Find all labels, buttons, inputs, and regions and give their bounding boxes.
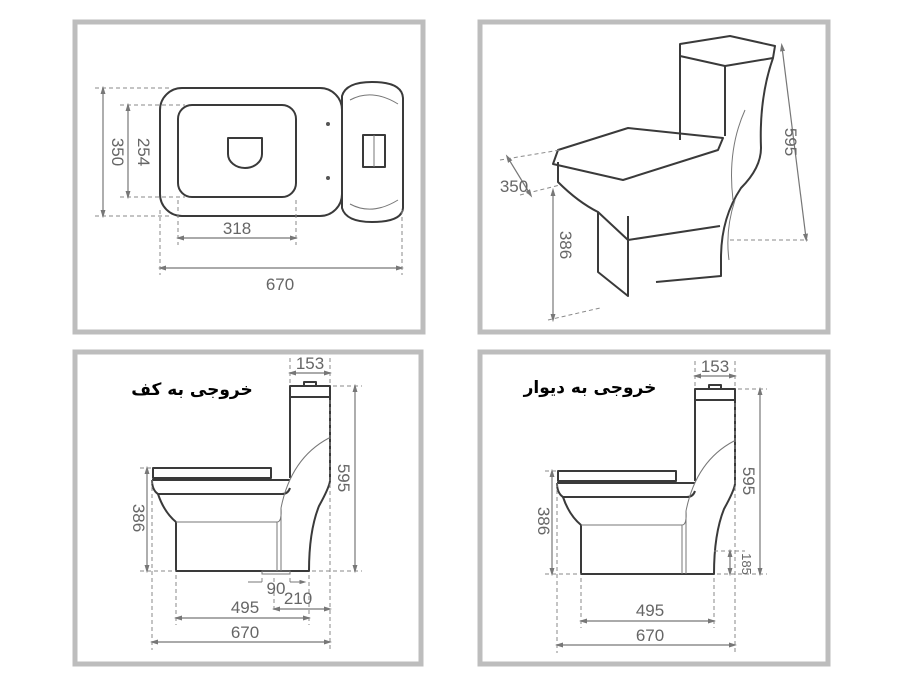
panel-frame (72, 19, 426, 335)
dim-total-height-label: 595 (739, 467, 758, 495)
dim-base-length-label: 495 (636, 601, 664, 620)
panel-frame (477, 349, 831, 667)
dim-outlet-height-label: 185 (739, 553, 754, 575)
top-view-panel: 350 254 318 670 (72, 19, 426, 335)
dim-length-label: 670 (266, 275, 294, 294)
dim-total-height-label: 595 (334, 464, 353, 492)
dim-seat-height-label: 386 (556, 231, 575, 259)
dim-base-length-label: 495 (231, 598, 259, 617)
dim-tank-label: 153 (296, 354, 324, 373)
floor-outlet-panel: خروجی به کف 153 595 386 90 210 495 670 (72, 349, 424, 667)
dim-outlet-offset-label: 210 (284, 589, 312, 608)
dim-length-label: 670 (636, 626, 664, 645)
dim-tank-label: 153 (701, 357, 729, 376)
wall-outlet-panel: خروجی به دیوار 153 595 386 185 495 670 (477, 349, 831, 667)
dim-total-height-label: 595 (781, 128, 800, 156)
dim-depth-label: 350 (108, 138, 127, 166)
perspective-view-panel: 350 386 595 (477, 19, 831, 335)
dim-inner-depth-label: 254 (134, 138, 153, 166)
panel-frame (477, 19, 831, 335)
toilet-top-view (159, 81, 404, 223)
panel-frame (72, 349, 424, 667)
wall-outlet-title: خروجی به دیوار (523, 378, 657, 398)
dim-depth-label: 350 (500, 177, 528, 196)
dim-seat-height-label: 386 (129, 504, 148, 532)
floor-outlet-title: خروجی به کف (131, 380, 253, 400)
toilet-perspective (552, 35, 776, 297)
dim-seat-height-label: 386 (534, 507, 553, 535)
dim-outlet-width-label: 90 (267, 579, 286, 598)
dim-inner-width-label: 318 (223, 219, 251, 238)
dim-length-label: 670 (231, 623, 259, 642)
toilet-side-view (556, 384, 736, 575)
toilet-side-view (151, 381, 331, 575)
